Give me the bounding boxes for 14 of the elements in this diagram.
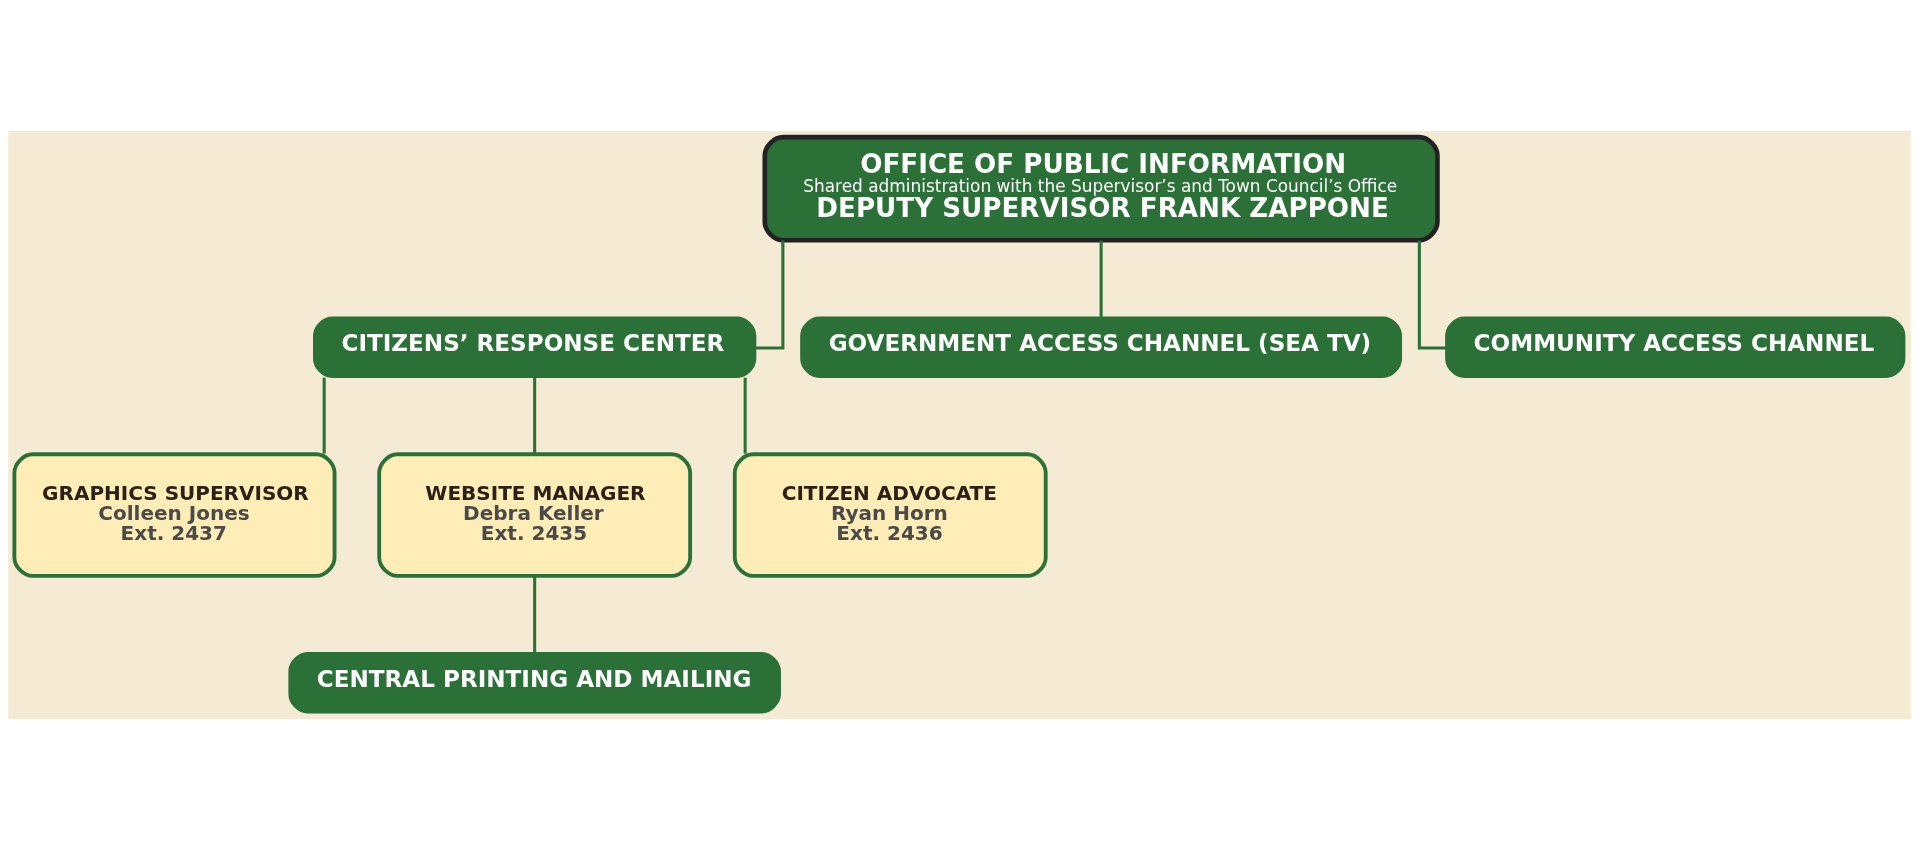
node-box: CENTRAL PRINTING AND MAILING (288, 652, 781, 714)
connector (1099, 240, 1103, 317)
node-box: CITIZEN ADVOCATE Ryan Horn Ext. 2436 (732, 452, 1048, 578)
node-box: WEBSITE MANAGER Debra Keller Ext. 2435 (377, 452, 693, 578)
connector (743, 377, 747, 454)
node-box: COMMUNITY ACCESS CHANNEL (1445, 316, 1906, 379)
connector (533, 377, 537, 454)
node-box: GOVERNMENT ACCESS CHANNEL (SEA TV) (800, 316, 1403, 379)
connector (533, 576, 537, 653)
node-box: CITIZENS’ RESPONSE CENTER (313, 316, 757, 379)
connector (755, 240, 785, 350)
connector (322, 377, 326, 454)
node-box: GRAPHICS SUPERVISOR Colleen Jones Ext. 2437 (12, 452, 337, 578)
node-box: OFFICE OF PUBLIC INFORMATION Shared administration with the Supervisor’s and Town Council’s Office DEPUTY SUPERVISOR FRANK ZAPPONE (762, 134, 1440, 243)
